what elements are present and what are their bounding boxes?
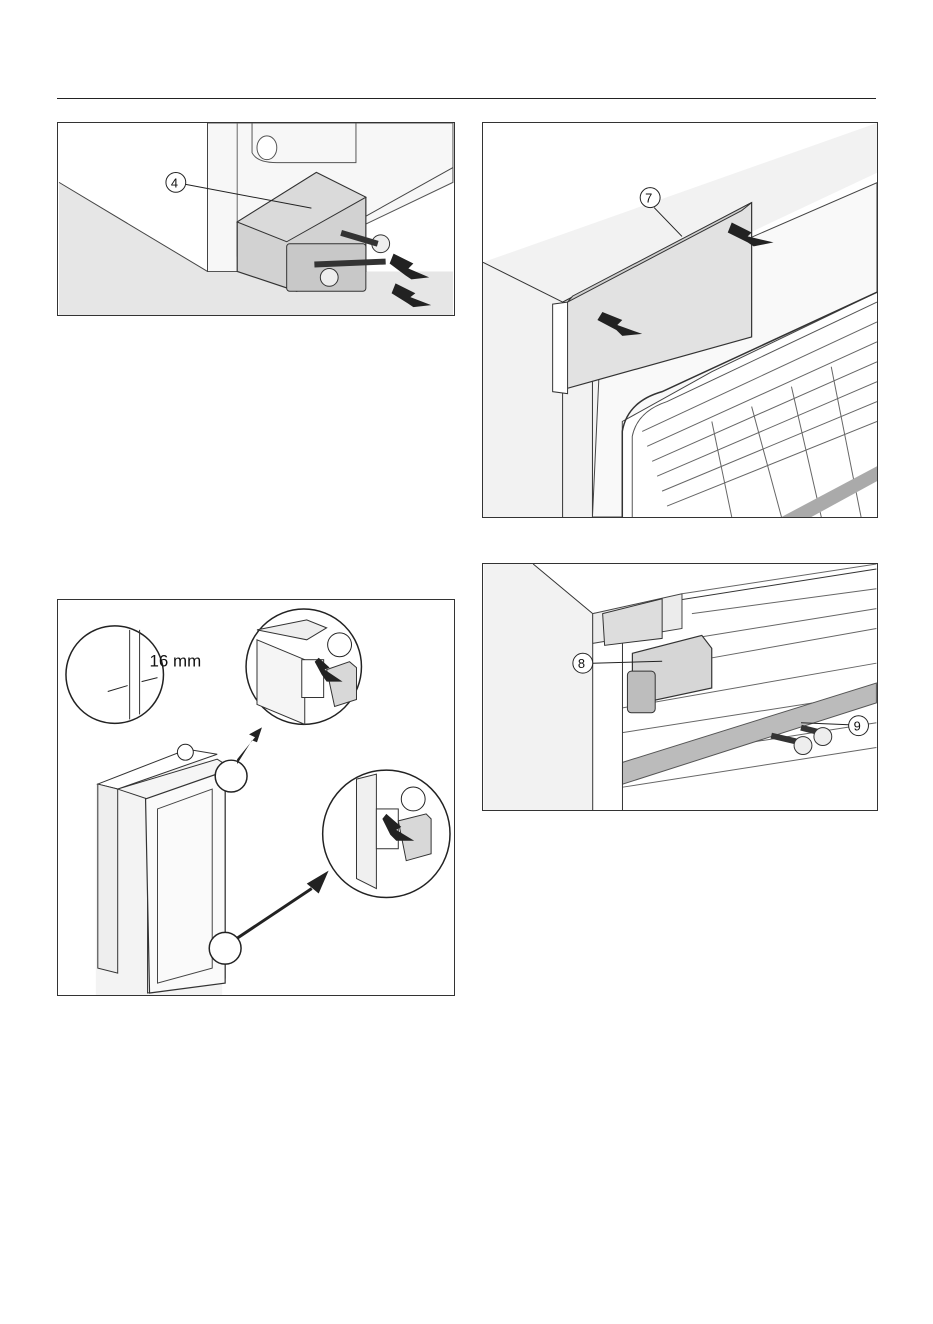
figure-bracket: 8 9: [482, 563, 878, 811]
dimension-16mm: 16 mm: [150, 652, 202, 671]
figure-top-panel: 7: [482, 122, 878, 518]
top-panel-illustration: 7: [483, 123, 877, 517]
callout-4: 4: [171, 175, 178, 190]
figure-cover-screws: 4: [57, 122, 455, 316]
callout-7: 7: [645, 191, 652, 206]
bracket-illustration: 8 9: [483, 564, 877, 810]
header-rule: [57, 98, 876, 99]
callout-8: 8: [578, 656, 585, 671]
callout-9: 9: [854, 719, 861, 734]
figure-door-hinges: 16 mm: [57, 599, 455, 996]
door-hinges-illustration: 16 mm: [58, 600, 454, 995]
cover-screws-illustration: 4: [58, 123, 454, 315]
